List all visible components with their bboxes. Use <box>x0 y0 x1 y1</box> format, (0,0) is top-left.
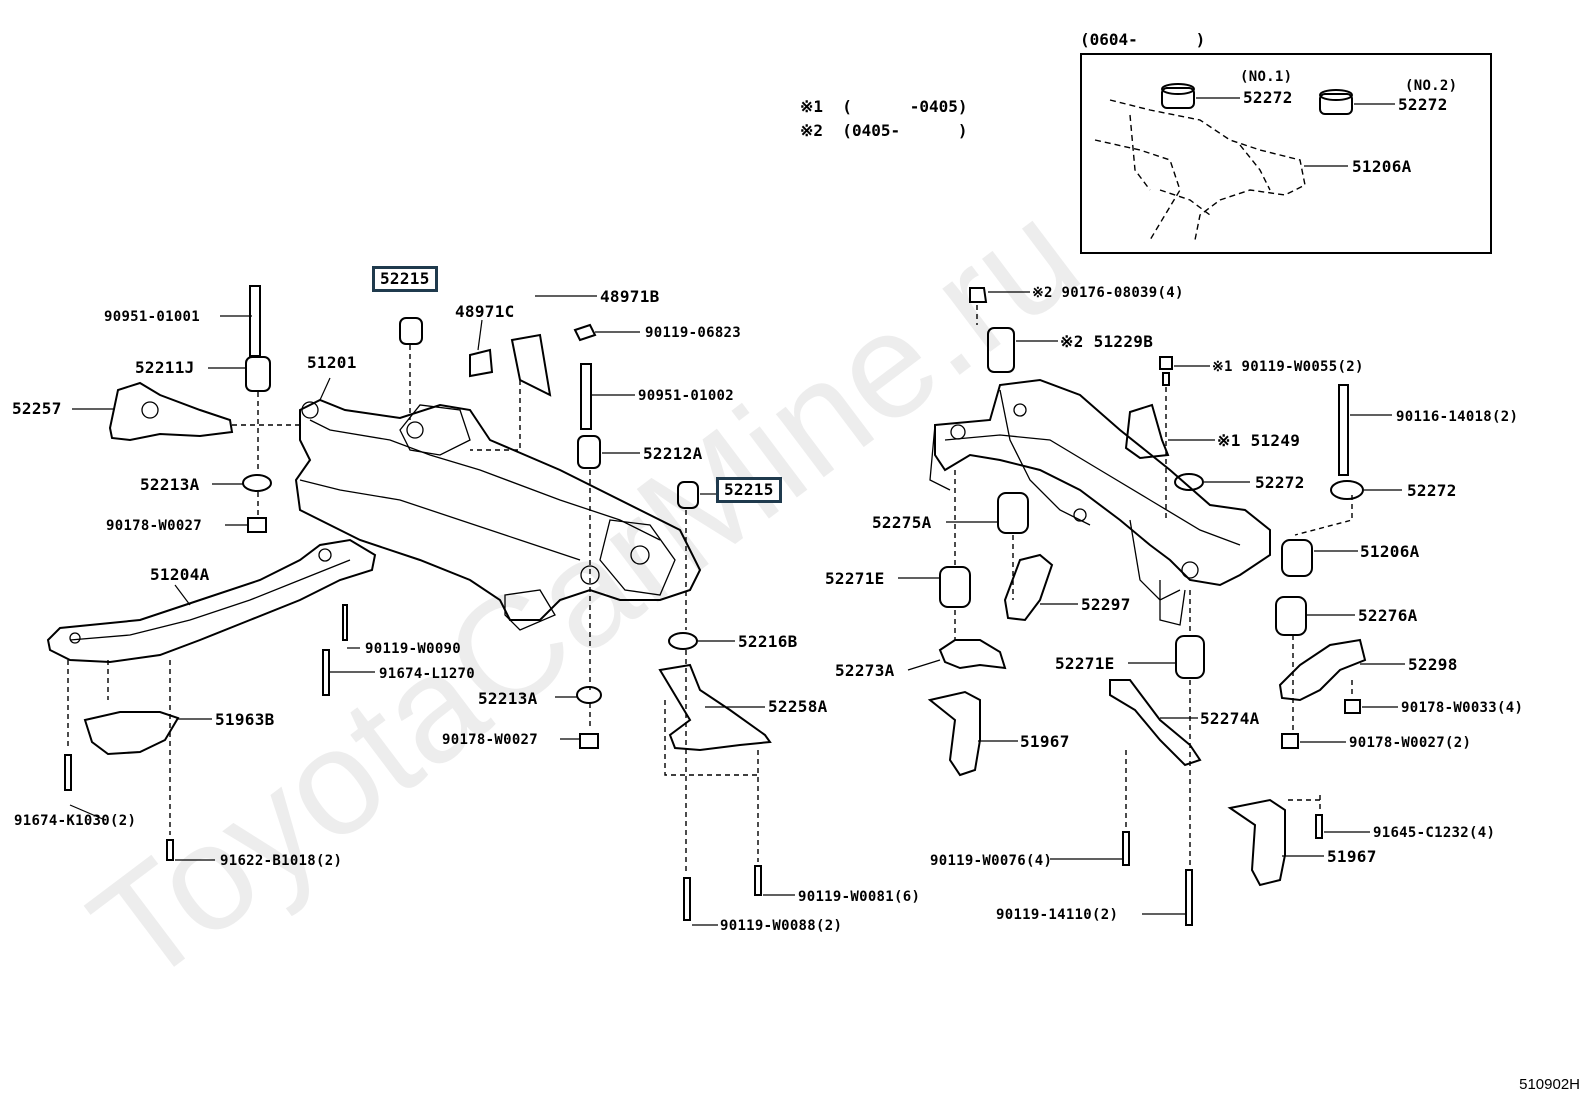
inset-no1-label: (NO.1) <box>1240 69 1293 85</box>
part-label[interactable]: 52212A <box>643 444 703 463</box>
footnote-2: ※2 (0405- ) <box>800 121 968 140</box>
front-leaders <box>69 295 795 926</box>
member-52274A-drawing <box>1109 679 1202 767</box>
part-label[interactable]: 52213A <box>140 475 200 494</box>
part-label[interactable]: 91674-K1030(2) <box>14 813 137 829</box>
rear-guide-lines <box>954 305 1353 865</box>
part-label[interactable]: 90178-W0033(4) <box>1401 700 1524 716</box>
part-label[interactable]: 90119-W0090 <box>365 641 462 657</box>
part-label[interactable]: 52298 <box>1408 655 1458 674</box>
inset-frame <box>1080 53 1492 254</box>
part-label[interactable]: 90951-01002 <box>638 388 735 404</box>
part-label[interactable]: 48971B <box>600 287 660 306</box>
part-label[interactable]: 52258A <box>768 697 828 716</box>
figure-code: 510902H <box>1519 1076 1580 1093</box>
highlighted-part-label[interactable]: 52215 <box>716 477 782 503</box>
part-label[interactable]: 52275A <box>872 513 932 532</box>
part-label[interactable]: 90119-06823 <box>645 325 742 341</box>
inset-period-note: (0604- ) <box>1080 30 1206 49</box>
part-label[interactable]: 91645-C1232(4) <box>1373 825 1496 841</box>
part-label[interactable]: 52216B <box>738 632 798 651</box>
part-label[interactable]: 90951-01001 <box>104 309 201 325</box>
part-label[interactable]: 52273A <box>835 661 895 680</box>
front-bushings <box>242 285 699 749</box>
front-bolts <box>64 604 762 921</box>
part-label[interactable]: 51204A <box>150 565 210 584</box>
part-label[interactable]: ※2 51229B <box>1060 332 1154 351</box>
part-label[interactable]: 52257 <box>12 399 62 418</box>
part-label[interactable]: 52272 <box>1255 473 1305 492</box>
inset-no2-label: (NO.2) <box>1405 78 1458 94</box>
bracket-52258A-drawing <box>658 663 772 752</box>
part-label[interactable]: 52274A <box>1200 709 1260 728</box>
part-label[interactable]: 91674-L1270 <box>379 666 476 682</box>
part-label[interactable]: 51206A <box>1352 157 1412 176</box>
part-label[interactable]: 90178-W0027 <box>106 518 203 534</box>
rear-bolts <box>1122 372 1323 926</box>
bracket-52297-drawing <box>1003 553 1054 622</box>
front-crossmember-51201-drawing <box>294 398 702 631</box>
part-label[interactable]: 51967 <box>1020 732 1070 751</box>
part-label[interactable]: 90119-W0088(2) <box>720 918 843 934</box>
part-label[interactable]: 48971C <box>455 302 515 321</box>
part-label[interactable]: ※1 90119-W0055(2) <box>1212 359 1364 375</box>
part-label[interactable]: 52211J <box>135 358 195 377</box>
bracket-51967-b-drawing <box>1227 798 1286 887</box>
bracket-51249-drawing <box>1124 403 1170 460</box>
inset-drawing <box>1094 83 1395 241</box>
rear-bushings <box>939 287 1364 749</box>
part-label[interactable]: 90119-W0081(6) <box>798 889 921 905</box>
part-label[interactable]: ※1 51249 <box>1217 431 1301 450</box>
bracket-52273A-drawing <box>938 639 1007 670</box>
part-label[interactable]: 90116-14018(2) <box>1396 409 1519 425</box>
part-label[interactable]: 52213A <box>478 689 538 708</box>
bracket-52298-drawing <box>1278 638 1367 702</box>
part-label[interactable]: 51967 <box>1327 847 1377 866</box>
part-label[interactable]: 52272 <box>1398 95 1448 114</box>
front-guide-lines <box>67 345 759 875</box>
part-label[interactable]: 51206A <box>1360 542 1420 561</box>
part-label[interactable]: 52276A <box>1358 606 1418 625</box>
part-label[interactable]: 90178-W0027(2) <box>1349 735 1472 751</box>
highlighted-part-label[interactable]: 52215 <box>372 266 438 292</box>
part-label[interactable]: 52271E <box>1055 654 1115 673</box>
bracket-52257-drawing <box>108 381 234 442</box>
part-label[interactable]: 52272 <box>1407 481 1457 500</box>
part-label[interactable]: 52271E <box>825 569 885 588</box>
part-label[interactable]: ※2 90176-08039(4) <box>1032 285 1184 301</box>
part-label[interactable]: 51963B <box>215 710 275 729</box>
bracket-51967-a-drawing <box>927 690 981 777</box>
part-label[interactable]: 52297 <box>1081 595 1131 614</box>
part-label[interactable]: 90119-W0076(4) <box>930 853 1053 869</box>
bracket-51963B-drawing <box>83 711 180 756</box>
part-label[interactable]: 52272 <box>1243 88 1293 107</box>
rear-crossmember-drawing <box>929 378 1271 626</box>
footnote-1: ※1 ( -0405) <box>800 97 968 116</box>
part-label[interactable]: 51201 <box>307 353 357 372</box>
part-label[interactable]: 91622-B1018(2) <box>220 853 343 869</box>
member-51204A-drawing <box>46 538 377 664</box>
part-label[interactable]: 90178-W0027 <box>442 732 539 748</box>
part-label[interactable]: 90119-14110(2) <box>996 907 1119 923</box>
rear-leaders <box>898 291 1405 915</box>
